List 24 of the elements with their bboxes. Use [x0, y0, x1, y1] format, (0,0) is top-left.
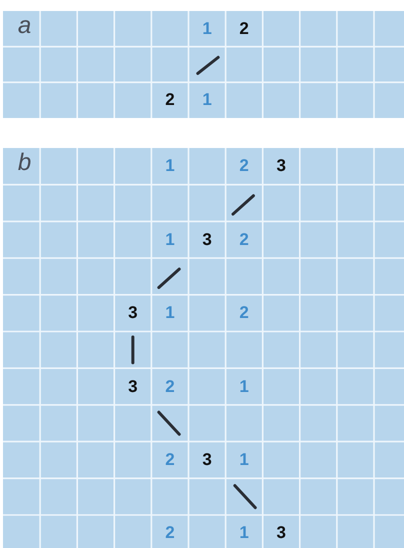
number-label: 1 — [165, 157, 175, 176]
panel-letter: b — [18, 151, 32, 176]
number-label: 1 — [165, 304, 175, 322]
number-label: 1 — [202, 91, 212, 110]
number-label: 2 — [239, 157, 249, 176]
number-label: 2 — [239, 304, 249, 322]
number-label: 3 — [128, 378, 138, 396]
number-label: 1 — [239, 524, 249, 542]
number-label: 2 — [165, 378, 175, 396]
panel-letter: a — [18, 14, 32, 38]
number-label: 1 — [239, 450, 249, 469]
number-label: 1 — [202, 20, 212, 38]
number-label: 3 — [202, 230, 212, 249]
number-label: 2 — [165, 524, 175, 542]
number-label: 2 — [239, 230, 249, 249]
number-label: 3 — [276, 157, 286, 176]
number-label: 1 — [239, 378, 249, 396]
number-label: 2 — [239, 20, 249, 38]
number-label: 1 — [165, 230, 175, 249]
number-label: 3 — [202, 450, 212, 469]
number-label: 2 — [165, 91, 175, 110]
number-label: 3 — [128, 304, 138, 322]
number-label: 3 — [276, 524, 286, 542]
number-label: 2 — [165, 450, 175, 469]
